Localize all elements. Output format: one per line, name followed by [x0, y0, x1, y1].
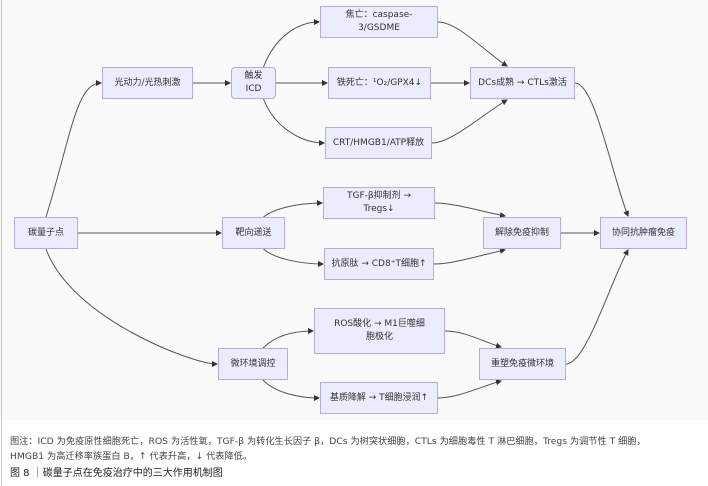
node-pyroptosis: 焦亡：caspase-3/GSDME — [320, 6, 438, 38]
edge-pyro-to-dcs — [437, 21, 508, 67]
edge-ros-to-reshape — [444, 330, 502, 349]
edge-matrix-to-reshape — [437, 379, 502, 399]
node-synergistic-immunity: 协同抗肿瘤免疫 — [600, 217, 687, 249]
node-carbon-quantum-dots: 碳量子点 — [14, 217, 78, 249]
node-crt-release: CRT/HMGB1/ATP释放 — [325, 127, 432, 159]
node-reshape-microenvironment: 重塑免疫微环境 — [479, 348, 566, 380]
edge-tgf-to-relieve — [434, 202, 506, 219]
node-ferroptosis: 铁死亡：¹O₂/GPX4↓ — [328, 67, 431, 99]
edge-reshape-to-synergy — [565, 249, 629, 365]
node-ros-acidification: ROS酸化 → M1巨噬细胞极化 — [314, 308, 445, 354]
figure-note-line-1: 图注：ICD 为免疫原性细胞死亡，ROS 为活性氧，TGF-β 为转化生长因子 … — [10, 436, 646, 447]
edge-antigen-to-relieve — [433, 248, 506, 265]
edge-target-to-antigen — [263, 248, 324, 267]
edge-micro-to-ros — [262, 328, 314, 349]
node-microenvironment-regulation: 微环境调控 — [218, 348, 288, 380]
edge-icd-to-crt — [263, 98, 325, 146]
node-antigen-peptide: 抗原肽 → CD8⁺T细胞↑ — [324, 248, 434, 280]
edges-layer — [45, 19, 629, 401]
figure-note: 图注：ICD 为免疫原性细胞死亡，ROS 为活性氧，TGF-β 为转化生长因子 … — [10, 434, 700, 464]
node-targeted-delivery: 靶向递送 — [222, 217, 285, 249]
node-relieve-suppression: 解除免疫抑制 — [483, 217, 561, 249]
figure-title: 图 8 ｜碳量子点在免疫治疗中的三大作用机制图 — [10, 468, 223, 479]
edge-cqd-to-photo — [45, 80, 102, 218]
left-frame-line — [1, 0, 2, 486]
edge-micro-to-matrix — [262, 379, 320, 401]
figure-note-line-2: HMGB1 为高迁移率族蛋白 B，↑ 代表升高，↓ 代表降低。 — [10, 451, 253, 462]
node-photo-stimulation: 光动力/光热刺激 — [102, 67, 193, 99]
diagram-canvas: 碳量子点 光动力/光热刺激 触发ICD 焦亡：caspase-3/GSDME 铁… — [14, 6, 687, 414]
node-matrix-degradation: 基质降解 → T细胞浸润↑ — [320, 382, 438, 414]
node-dc-maturation: DCs成熟 → CTLs激活 — [470, 67, 575, 99]
edge-cqd-to-micro — [45, 248, 218, 367]
edge-icd-to-pyro — [263, 19, 320, 68]
edge-dcs-to-synergy — [574, 82, 629, 217]
edge-crt-to-dcs — [431, 99, 508, 144]
edge-target-to-tgf — [263, 200, 323, 218]
node-tgf-inhibitor: TGF-β抑制剂 → Tregs↓ — [323, 187, 435, 219]
node-trigger-icd: 触发ICD — [231, 67, 276, 99]
